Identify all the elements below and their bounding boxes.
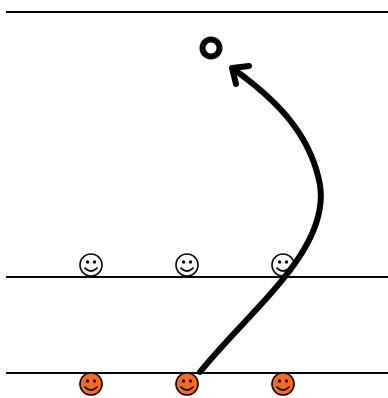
smiley-filled-icon: [271, 372, 295, 396]
curved-arrow-icon: [197, 63, 324, 375]
smiley-outline-icon: [175, 253, 199, 277]
smiley-filled-icon: [79, 372, 103, 396]
smiley-filled-icon: [175, 372, 199, 396]
target-circle-icon: [199, 36, 223, 60]
smiley-outline-icon: [79, 253, 103, 277]
